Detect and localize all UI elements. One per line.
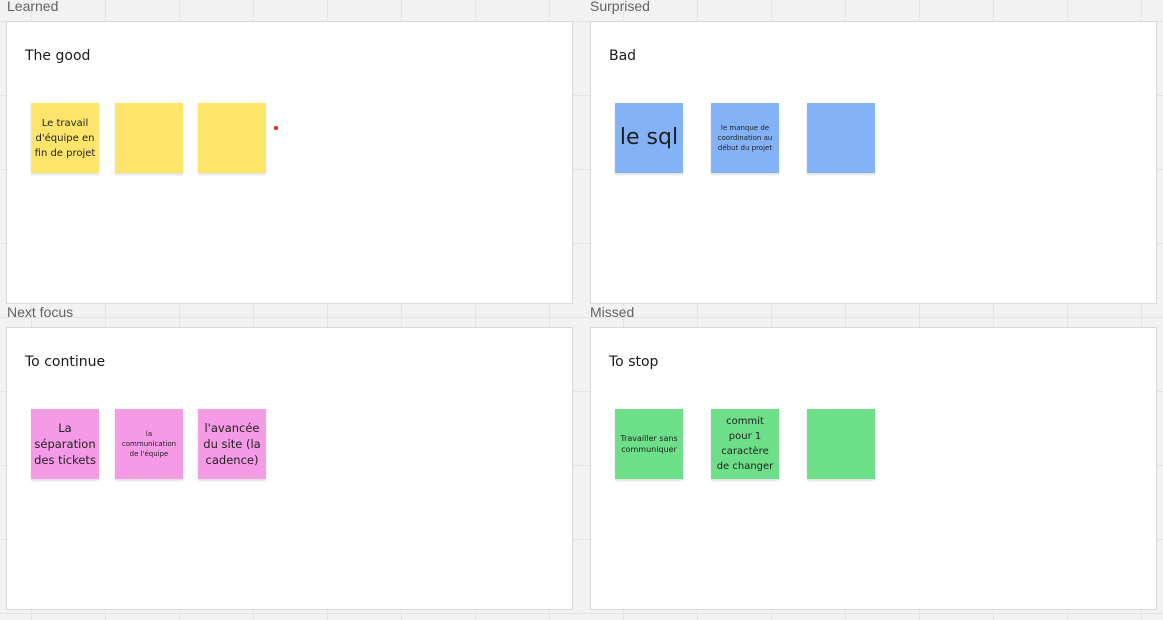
frame-label-surprised: Surprised: [590, 0, 650, 14]
frame-title-bad: Bad: [609, 48, 637, 64]
sticky-note[interactable]: Travailler sans communiquer: [615, 409, 683, 479]
sticky-note-text: le manque de coordination au début du pr…: [717, 124, 773, 152]
sticky-note[interactable]: La séparation des tickets: [31, 409, 99, 479]
sticky-note-text: Travailler sans communiquer: [620, 434, 678, 454]
sticky-note[interactable]: l'avancée du site (la cadence): [198, 409, 266, 479]
sticky-note[interactable]: le manque de coordination au début du pr…: [711, 103, 779, 173]
sticky-note-text: la communication de l'équipe: [121, 430, 177, 458]
frame-title-to-stop: To stop: [609, 354, 659, 370]
frame-label-learned: Learned: [7, 0, 59, 14]
frame-title-the-good: The good: [25, 48, 91, 64]
sticky-note-text: commit pour 1 caractère de changer: [716, 416, 774, 472]
sticky-note-empty[interactable]: [198, 103, 266, 173]
sticky-note-text: l'avancée du site (la cadence): [203, 421, 261, 467]
sticky-note-empty[interactable]: [807, 103, 875, 173]
sticky-note[interactable]: le sql: [615, 103, 683, 173]
sticky-note[interactable]: Le travail d'équipe en fin de projet: [31, 103, 99, 173]
sticky-note-text: le sql: [619, 125, 679, 150]
frame-label-next-focus: Next focus: [7, 304, 74, 320]
frame-surprised[interactable]: Bad le sql le manque de coordination au …: [590, 21, 1157, 304]
sticky-note-text: Le travail d'équipe en fin de projet: [34, 117, 96, 159]
frame-missed[interactable]: To stop Travailler sans communiquer comm…: [590, 327, 1157, 610]
frame-learned[interactable]: The good Le travail d'équipe en fin de p…: [6, 21, 573, 304]
sticky-note-empty[interactable]: [807, 409, 875, 479]
sticky-note-empty[interactable]: [115, 103, 183, 173]
cursor-dot-icon: [274, 126, 278, 130]
frame-label-missed: Missed: [590, 304, 635, 320]
sticky-note[interactable]: commit pour 1 caractère de changer: [711, 409, 779, 479]
sticky-note[interactable]: la communication de l'équipe: [115, 409, 183, 479]
frame-title-to-continue: To continue: [25, 354, 106, 370]
sticky-note-text: La séparation des tickets: [34, 421, 96, 467]
frame-next-focus[interactable]: To continue La séparation des tickets la…: [6, 327, 573, 610]
